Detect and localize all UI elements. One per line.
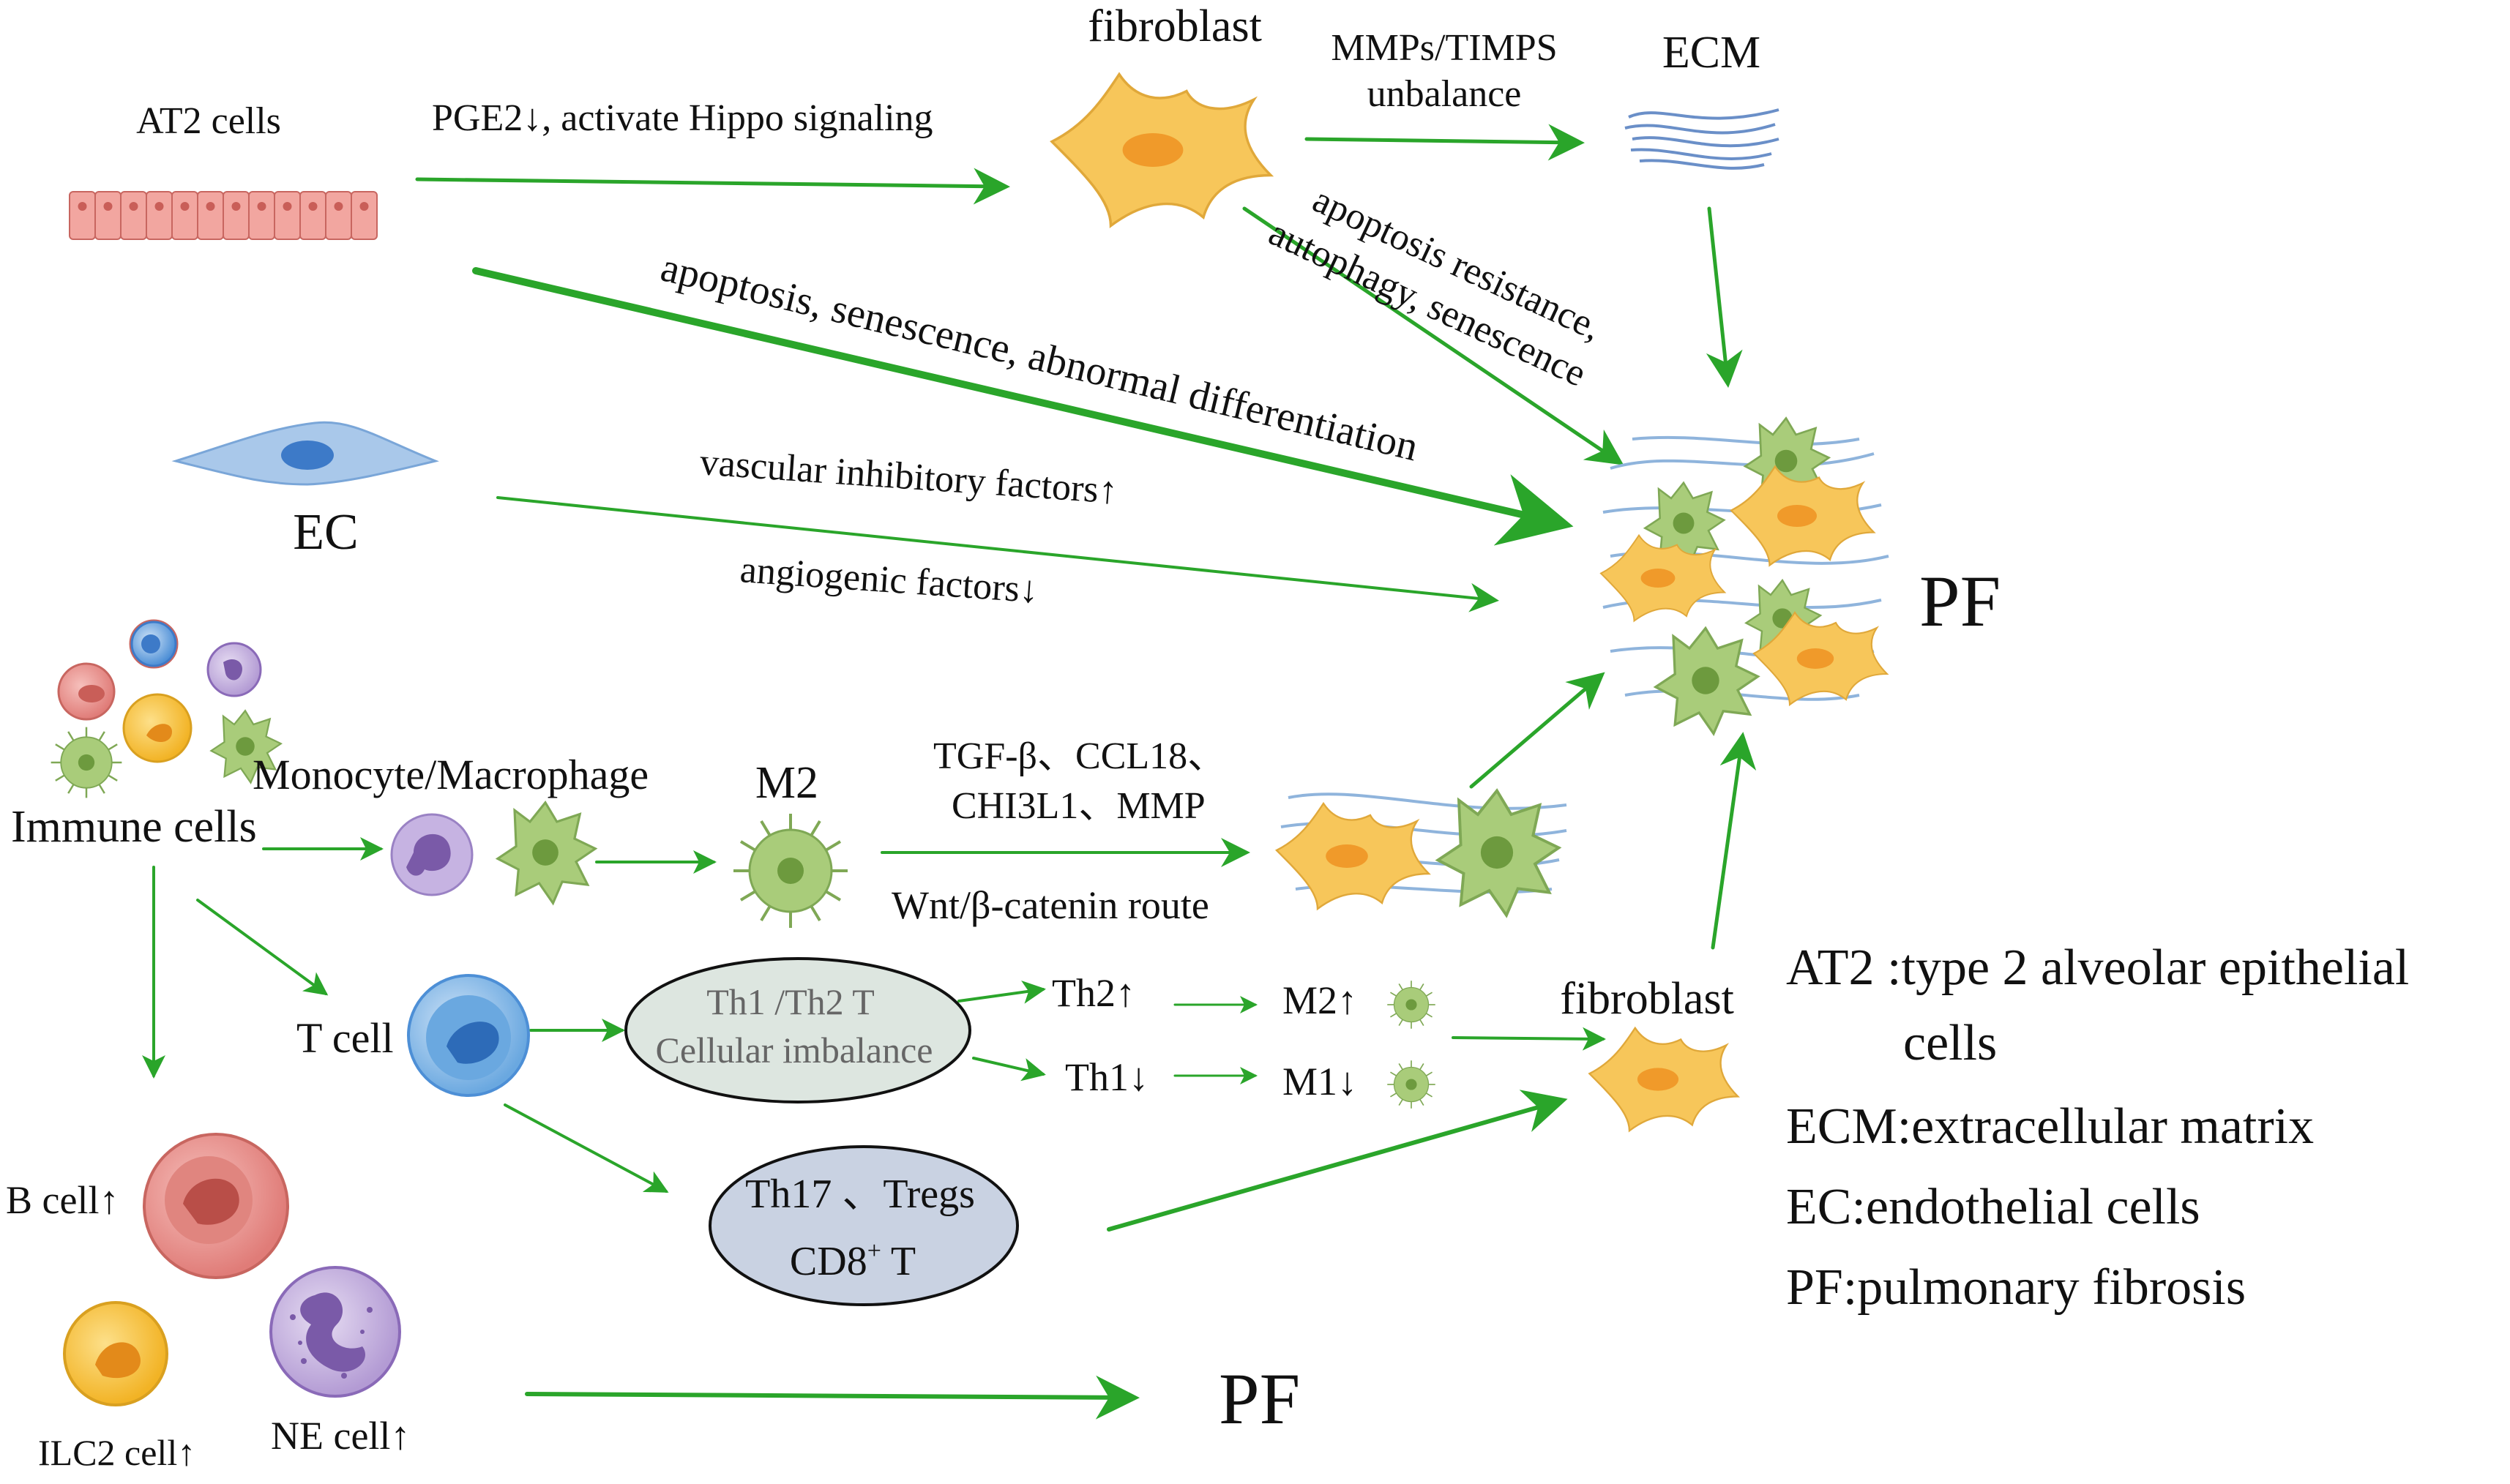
pge2-label: PGE2↓, activate Hippo signaling bbox=[432, 97, 933, 139]
cd8-t-label: CD8+ T bbox=[790, 1237, 916, 1284]
m1-down-label: M1↓ bbox=[1282, 1060, 1357, 1103]
pf-main-label: PF bbox=[1919, 561, 2001, 642]
tgf-label-line1: TGF-β、CCL18、 bbox=[933, 735, 1225, 777]
m2-up-label: M2↑ bbox=[1282, 978, 1357, 1022]
epithelial-cell bbox=[120, 191, 147, 240]
legend: AT2 :type 2 alveolar epithelial cells EC… bbox=[1786, 940, 2409, 1316]
epithelial-nucleus bbox=[180, 202, 190, 211]
mmps-label-line2: unbalance bbox=[1367, 73, 1522, 115]
arrow-at2-to-fibroblast bbox=[415, 168, 1010, 205]
th1th2-line2: Cellular imbalance bbox=[655, 1030, 933, 1071]
arrow-th-to-th1 bbox=[972, 1057, 1046, 1082]
legend-pf: PF:pulmonary fibrosis bbox=[1786, 1259, 2246, 1316]
m2-small-icon bbox=[1386, 980, 1436, 1030]
at2-cells-label: AT2 cells bbox=[136, 100, 281, 142]
epithelial-cell bbox=[223, 191, 250, 240]
epithelial-cell bbox=[146, 191, 173, 240]
t-cell-label: T cell bbox=[296, 1014, 394, 1062]
ecm-label: ECM bbox=[1662, 28, 1760, 78]
arrow-immune-to-pf-bottom bbox=[525, 1375, 1140, 1420]
macrophage-icon bbox=[496, 801, 597, 904]
fibroblast-top-label: fibroblast bbox=[1088, 1, 1262, 51]
epithelial-nucleus bbox=[359, 202, 369, 211]
epithelial-nucleus bbox=[206, 202, 215, 211]
fibroblast-bottom-label: fibroblast bbox=[1560, 974, 1734, 1024]
fibrotic-patch-icon bbox=[1275, 789, 1567, 917]
arrow-fibroblast-to-ecm bbox=[1304, 124, 1585, 161]
ec-label: EC bbox=[293, 504, 358, 561]
arrow-fibrotic-tissue-to-pf bbox=[1469, 672, 1605, 789]
epithelial-cell bbox=[94, 191, 122, 240]
legend-at2-line2: cells bbox=[1903, 1015, 1997, 1071]
epithelial-nucleus bbox=[283, 202, 292, 211]
epithelial-cell bbox=[274, 191, 301, 240]
at2-epithelium-icon bbox=[69, 191, 378, 240]
epithelial-nucleus bbox=[103, 202, 113, 211]
th2-up-label: Th2↑ bbox=[1052, 971, 1135, 1015]
ne-cell-icon bbox=[269, 1266, 401, 1398]
pf-bottom-label: PF bbox=[1219, 1358, 1300, 1439]
immune-cells-label: Immune cells bbox=[11, 802, 257, 852]
ne-cell-label: NE cell↑ bbox=[271, 1414, 410, 1458]
epithelial-nucleus bbox=[334, 202, 343, 211]
immune-cells-cluster-icon bbox=[50, 619, 282, 799]
th1-down-label: Th1↓ bbox=[1065, 1055, 1148, 1099]
legend-ecm: ECM:extracellular matrix bbox=[1786, 1098, 2314, 1155]
arrow-th17-to-fibroblast2 bbox=[1107, 1090, 1568, 1232]
tgf-label-line2: CHI3L1、MMP bbox=[952, 785, 1206, 827]
apoptosis-senescence-label: apoptosis, senescence, abnormal differen… bbox=[657, 244, 1422, 470]
angiogenic-label: angiogenic factors↓ bbox=[739, 549, 1040, 611]
epithelial-cell bbox=[69, 191, 96, 240]
arrow-th-to-th2 bbox=[957, 981, 1046, 1004]
epithelial-cell bbox=[325, 191, 352, 240]
t-cell-icon bbox=[407, 974, 530, 1097]
fibrotic-tissue-icon bbox=[1600, 417, 1889, 735]
m1-small-icon bbox=[1386, 1060, 1436, 1109]
epithelial-nucleus bbox=[129, 202, 138, 211]
arrow-ec-to-pf bbox=[496, 496, 1499, 612]
ilc2-cell-label: ILC2 cell↑ bbox=[38, 1432, 195, 1473]
epithelial-nucleus bbox=[231, 202, 241, 211]
epithelial-nucleus bbox=[78, 202, 87, 211]
epithelial-cell bbox=[171, 191, 198, 240]
m2-macrophage-icon bbox=[732, 812, 849, 929]
b-cell-label: B cell↑ bbox=[6, 1178, 119, 1222]
legend-at2-line1: AT2 :type 2 alveolar epithelial bbox=[1786, 940, 2409, 996]
arrows bbox=[142, 124, 1757, 1420]
epithelial-cell bbox=[197, 191, 224, 240]
epithelial-nucleus bbox=[257, 202, 266, 211]
fibroblast-bottom-icon bbox=[1588, 1027, 1739, 1132]
arrow-ecm-to-pf bbox=[1706, 206, 1743, 388]
m2-top-label: M2 bbox=[755, 758, 818, 808]
epithelial-cell bbox=[351, 191, 378, 240]
endothelial-cell-icon bbox=[171, 421, 439, 486]
epithelial-cell bbox=[248, 191, 275, 240]
b-cell-icon bbox=[143, 1133, 289, 1279]
epithelial-nucleus bbox=[154, 202, 164, 211]
arrow-fibroblast-to-pf bbox=[1242, 206, 1624, 465]
arrow-m2-to-fibroblast2 bbox=[1452, 1027, 1606, 1051]
arrow-tcell-to-th17 bbox=[504, 1103, 669, 1193]
fibroblast-icon bbox=[1050, 72, 1272, 228]
monocyte-icon bbox=[390, 813, 474, 896]
monocyte-macrophage-label: Monocyte/Macrophage bbox=[253, 751, 649, 798]
arrow-at2-to-pf bbox=[472, 267, 1574, 546]
epithelial-nucleus bbox=[308, 202, 318, 211]
mmps-label-line1: MMPs/TIMPS bbox=[1331, 27, 1557, 69]
arrow-immune-to-tcell bbox=[196, 899, 329, 996]
th17-tregs-cd8-box: Th17 、Tregs CD8+ T bbox=[709, 1145, 1019, 1306]
ecm-fiber-icon bbox=[1624, 108, 1779, 170]
th1th2-line1: Th1 /Th2 T bbox=[706, 981, 875, 1022]
epithelial-cell bbox=[299, 191, 326, 240]
vascular-inhibitory-label: vascular inhibitory factors↑ bbox=[698, 441, 1118, 512]
th17-tregs-label: Th17 、Tregs bbox=[745, 1172, 975, 1217]
wnt-label: Wnt/β-catenin route bbox=[892, 883, 1209, 927]
th1-th2-imbalance-box: Th1 /Th2 T Cellular imbalance bbox=[624, 957, 971, 1103]
ilc2-cell-icon bbox=[63, 1301, 168, 1406]
arrow-fibroblast2-to-pf bbox=[1711, 732, 1757, 950]
legend-ec: EC:endothelial cells bbox=[1786, 1179, 2200, 1235]
